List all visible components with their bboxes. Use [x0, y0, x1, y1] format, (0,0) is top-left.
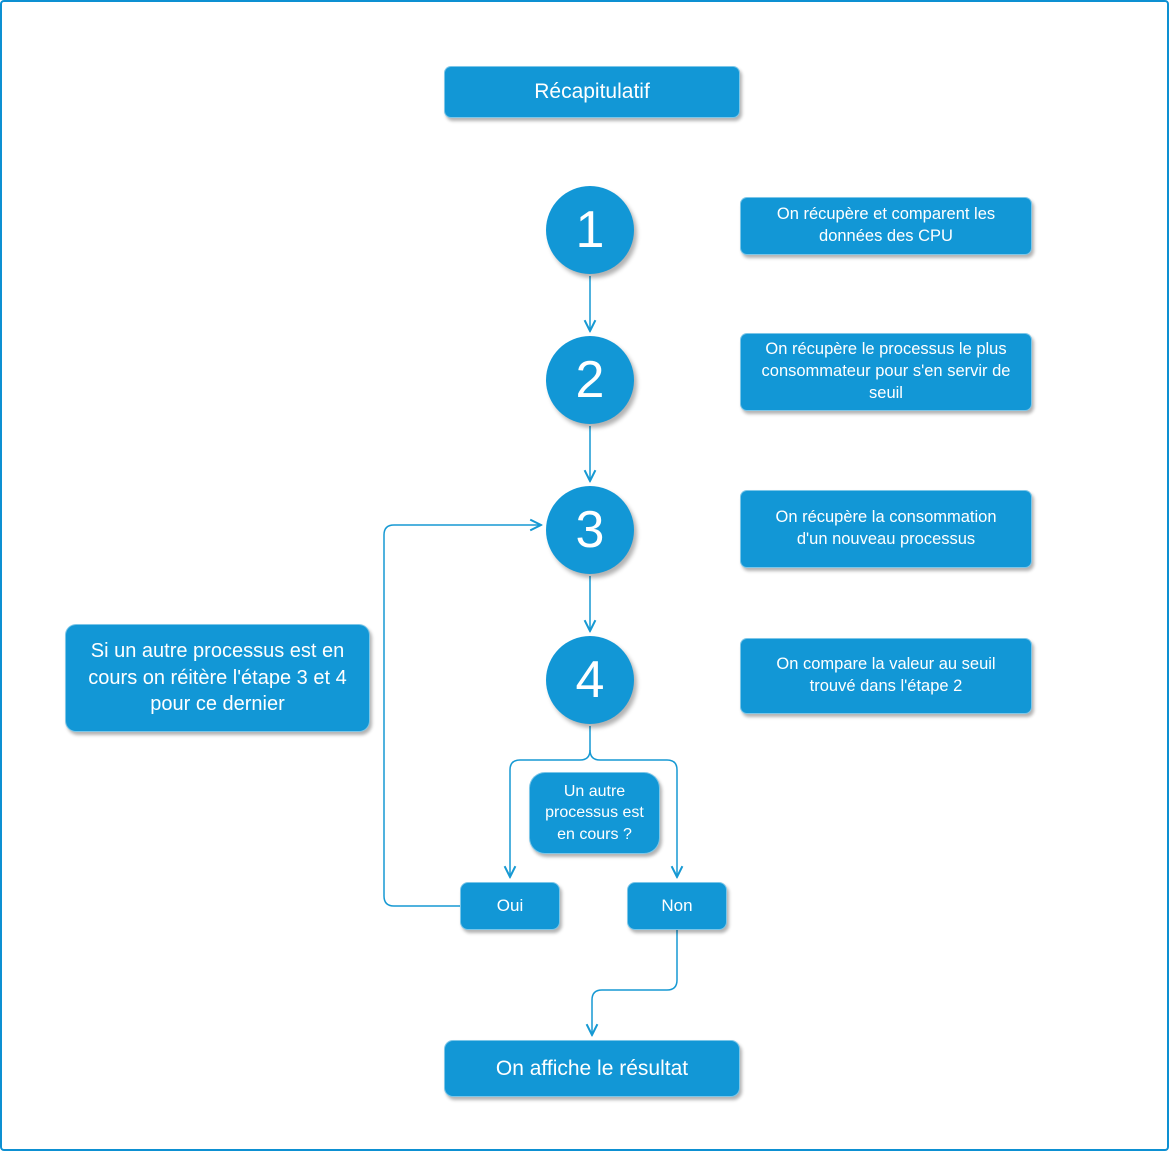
- decision-no-node: Non: [627, 882, 727, 930]
- loop-note: Si un autre processus est en cours on ré…: [65, 624, 370, 732]
- decision-question: Un autre processus est en cours ?: [529, 772, 660, 854]
- step-1-description: On récupère et comparent les données des…: [740, 197, 1032, 255]
- title-node: Récapitulatif: [444, 66, 740, 118]
- step-2-circle: 2: [546, 336, 634, 424]
- decision-yes-node: Oui: [460, 882, 560, 930]
- step-1-circle: 1: [546, 186, 634, 274]
- connector-no-result: [592, 930, 678, 1035]
- step-4-circle: 4: [546, 636, 634, 724]
- step-3-description: On récupère la consommation d'un nouveau…: [740, 490, 1032, 568]
- step-2-description: On récupère le processus le plus consomm…: [740, 333, 1032, 411]
- result-node: On affiche le résultat: [444, 1040, 740, 1097]
- step-4-description: On compare la valeur au seuil trouvé dan…: [740, 638, 1032, 714]
- step-3-circle: 3: [546, 486, 634, 574]
- connector-yes-loop-step3: [383, 525, 541, 907]
